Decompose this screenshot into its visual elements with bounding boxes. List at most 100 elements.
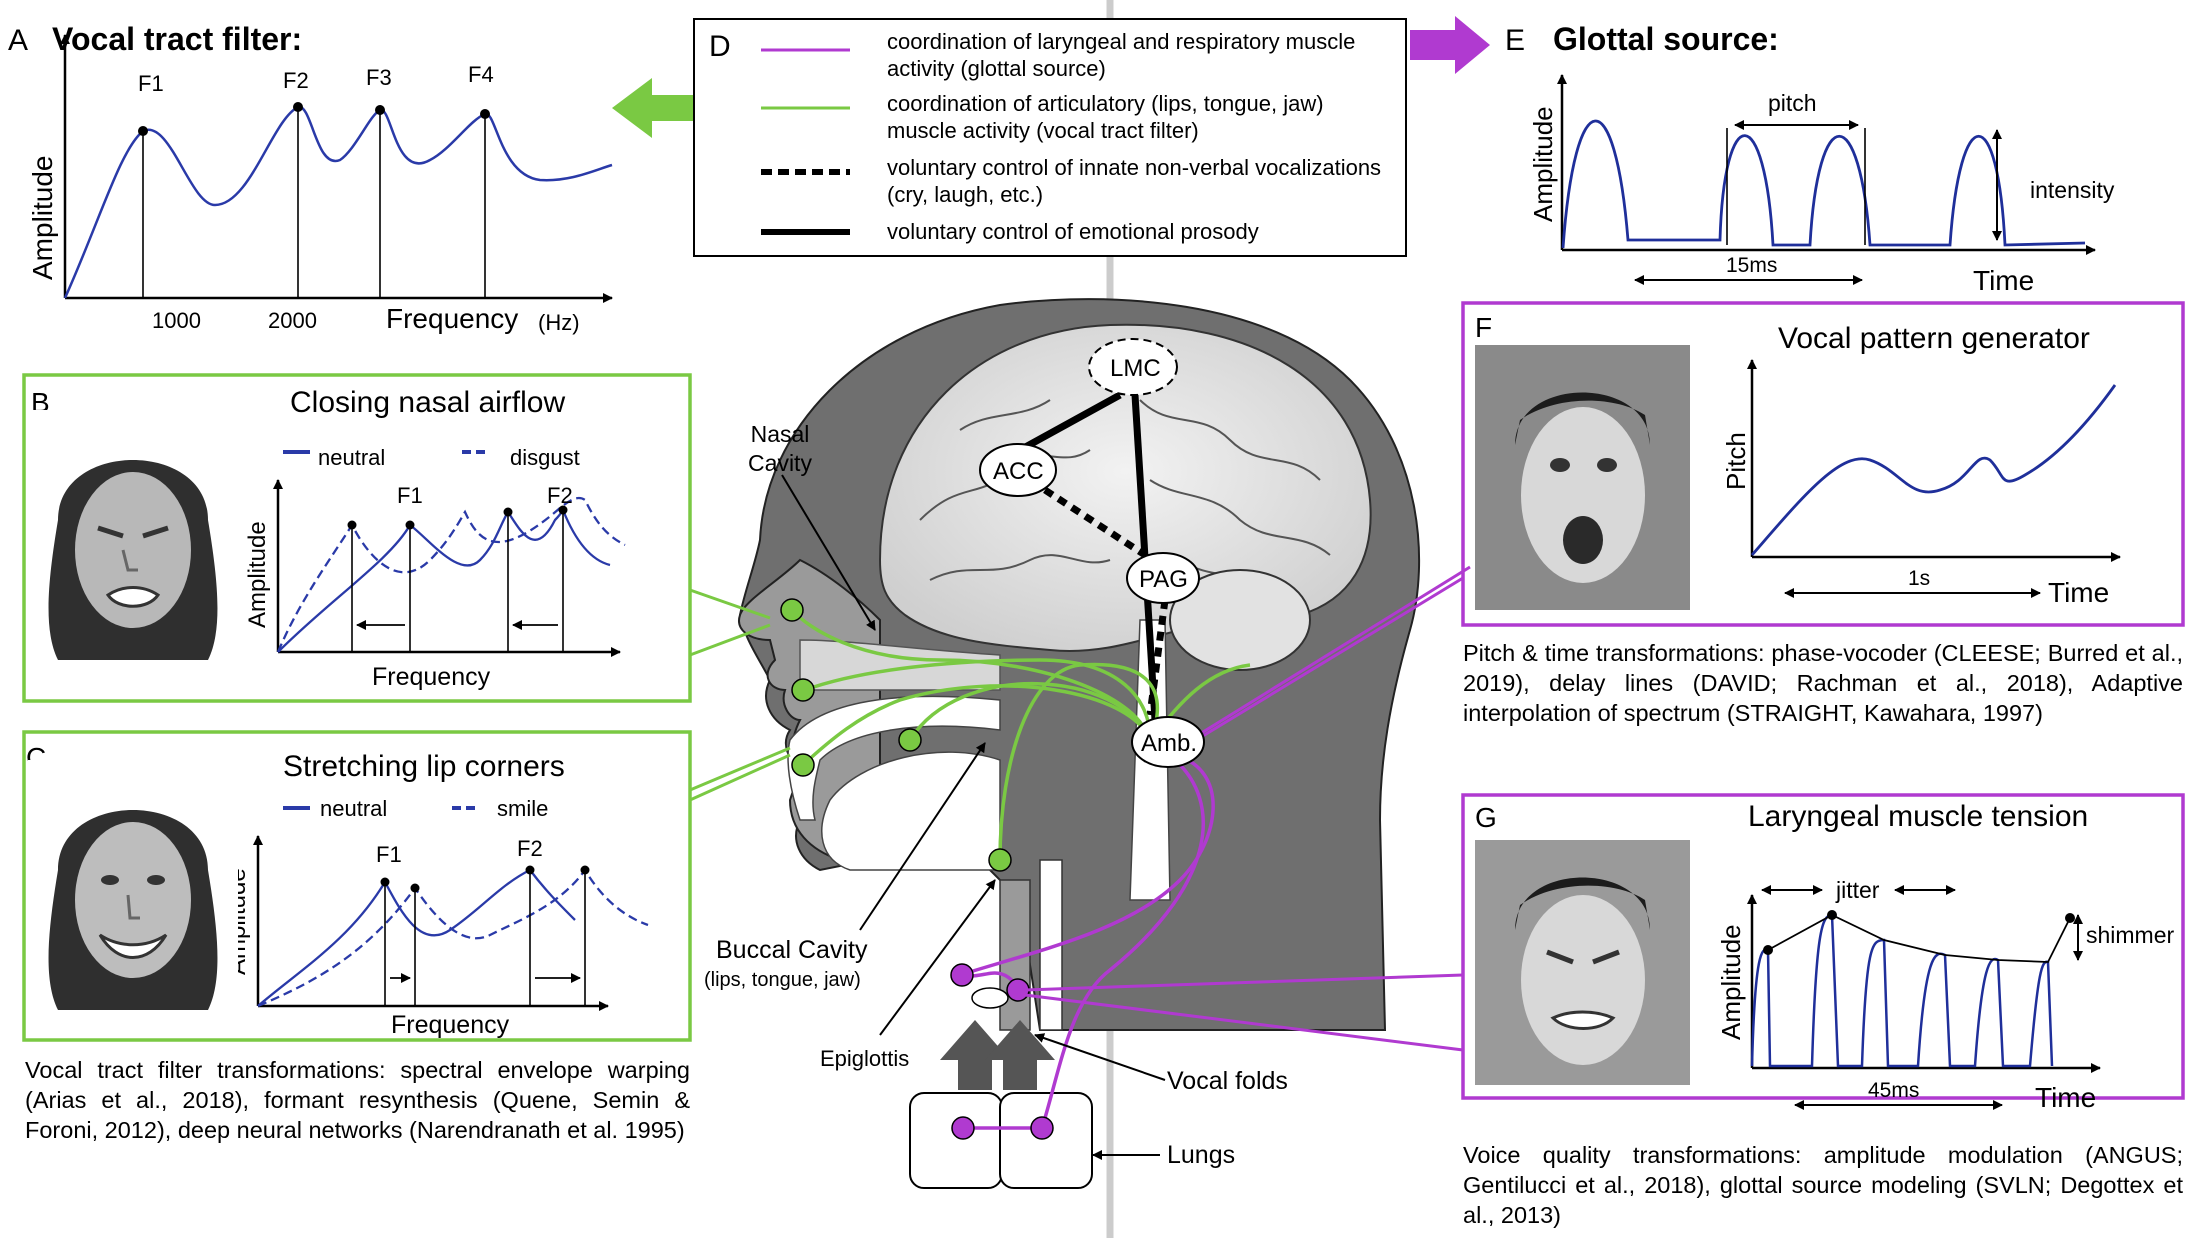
panel-a-f1: F1 (138, 71, 164, 96)
panel-g-letter: G (1475, 802, 1497, 833)
face-photo-surprise (1475, 345, 1690, 610)
path-lmc-acc (1018, 391, 1122, 454)
panel-c-f2: F2 (517, 836, 543, 861)
panel-e-pitch-label: pitch (1768, 90, 1817, 116)
panel-a-y-label: Amplitude (27, 155, 58, 280)
panel-b-frame (22, 373, 692, 703)
panel-g-y-label: Amplitude (1716, 924, 1746, 1040)
panel-g-envelope (1767, 913, 2071, 963)
panel-g-title: Laryngeal muscle tension (1748, 800, 2088, 833)
green-arrow-left (612, 78, 694, 138)
panel-b-disgust-curve (276, 496, 626, 653)
panel-f-duration-label: 1s (1908, 567, 1930, 590)
panel-g-duration-label: 45ms (1868, 1079, 1919, 1102)
panel-f-pitch-curve (1750, 384, 2117, 556)
green-nodes (780, 598, 1012, 872)
cerebellum (1169, 569, 1311, 671)
panel-c-legend-smile: smile (497, 796, 548, 821)
panel-g: G Laryngeal muscle tension jitter shimme… (1461, 793, 2185, 1113)
panel-b-title: Closing nasal airflow (290, 386, 565, 419)
panel-a-f3: F3 (366, 65, 392, 90)
panel-g-jitter-label: jitter (1835, 877, 1880, 903)
face-photo-smile (28, 760, 238, 1022)
panel-a-title: Vocal tract filter: (52, 21, 302, 57)
legend-swatches (761, 48, 850, 235)
panel-c-legend-neutral: neutral (320, 796, 387, 821)
label-buccal-sub: (lips, tongue, jaw) (704, 969, 861, 991)
panel-c-smile-curve (257, 867, 649, 1008)
panel-b-legend-neutral: neutral (318, 445, 385, 470)
panel-a-f2: F2 (283, 68, 309, 93)
node-lmc-label: LMC (1110, 355, 1161, 382)
panel-a-formant-dots (138, 102, 490, 136)
panel-b-neutral-curve (277, 507, 611, 653)
panel-f-y-label: Pitch (1721, 432, 1751, 490)
magenta-arrow-right (1410, 16, 1490, 74)
node-pag (1126, 552, 1200, 604)
panel-a-f4: F4 (468, 62, 494, 87)
panel-e-intensity-label: intensity (2030, 177, 2115, 203)
panel-f-frame (1461, 301, 2185, 627)
head-illustration: LMC ACC PAG Amb. (689, 298, 1471, 1189)
node-pag-label: PAG (1139, 566, 1188, 593)
panel-c: C Stretching lip corners neutral smile F… (22, 730, 692, 1042)
panel-b-legend-disgust: disgust (510, 445, 580, 470)
label-buccal-cavity: Buccal Cavity (716, 936, 868, 964)
lung-right (999, 1092, 1093, 1189)
panel-c-frame (22, 730, 692, 1042)
face-photo-tension (1475, 840, 1690, 1085)
panel-b-y-label: Amplitude (244, 521, 271, 628)
lung-left (909, 1092, 1003, 1189)
panel-b: B Closing nasal airflow neutral disgust … (22, 373, 692, 703)
panel-e-pulses (1561, 119, 2086, 249)
panel-b-f2: F2 (547, 483, 573, 508)
node-acc-label: ACC (993, 458, 1044, 485)
legend-item-filter: coordination of articulatory (lips, tong… (887, 91, 1324, 143)
callout-g-lines (1024, 973, 1464, 1052)
panel-f-x-label: Time (2048, 577, 2109, 608)
panel-c-f1: F1 (376, 842, 402, 867)
legend-letter: D (709, 30, 731, 63)
caption-filter: Vocal tract filter transformations: spec… (25, 1057, 690, 1143)
panel-c-x-label: Frequency (391, 1011, 510, 1039)
node-acc (979, 443, 1057, 497)
panel-e-duration-label: 15ms (1726, 254, 1777, 277)
panel-f: F Vocal pattern generator Pitch 1s Time (1461, 301, 2185, 627)
node-amb-label: Amb. (1141, 730, 1197, 757)
magenta-nodes (950, 963, 1054, 1140)
panel-g-pulses (1750, 913, 2054, 1068)
panel-a-x-label: Frequency (386, 303, 518, 334)
panel-e-y-label: Amplitude (1528, 106, 1558, 222)
panel-c-title: Stretching lip corners (283, 750, 565, 783)
callout-f-lines (1182, 565, 1471, 750)
node-lmc (1088, 338, 1178, 396)
callout-c-lines (689, 746, 791, 802)
panel-a-envelope (63, 105, 613, 299)
panel-g-shimmer-label: shimmer (2086, 922, 2175, 948)
legend-item-nonverbal: voluntary control of innate non-verbal v… (887, 155, 1382, 207)
panel-b-f1: F1 (397, 483, 423, 508)
legend-item-prosody: voluntary control of emotional prosody (887, 219, 1259, 244)
panel-a-formant-lines (142, 107, 486, 298)
green-pathways (790, 608, 1251, 861)
callout-b-lines (689, 588, 771, 657)
panel-b-x-label: Frequency (372, 663, 491, 691)
label-vocal-folds: Vocal folds (1167, 1067, 1288, 1095)
path-acc-pag (1043, 487, 1147, 558)
panel-e-x-label: Time (1973, 265, 2034, 296)
panel-e-graph: E Glottal source: pitch intensity 15ms T… (1505, 21, 2115, 296)
path-pag-amb (1146, 599, 1169, 716)
legend-item-glottal: coordination of laryngeal and respirator… (887, 29, 1356, 81)
panel-e-title: Glottal source: (1553, 21, 1779, 57)
legend-box: D coordination of laryngeal and respirat… (693, 18, 1407, 257)
panel-a-tick-2000: 2000 (268, 308, 317, 333)
caption-quality: Voice quality transformations: amplitude… (1463, 1142, 2183, 1228)
panel-g-x-label: Time (2035, 1082, 2096, 1113)
node-amb (1131, 716, 1205, 768)
panel-g-frame (1461, 793, 2185, 1100)
label-nasal-cavity: Nasal Cavity (748, 421, 812, 476)
panel-e-letter: E (1505, 24, 1525, 57)
panel-a-graph: A Vocal tract filter: F1 F2 F3 F4 1000 2… (8, 21, 613, 335)
